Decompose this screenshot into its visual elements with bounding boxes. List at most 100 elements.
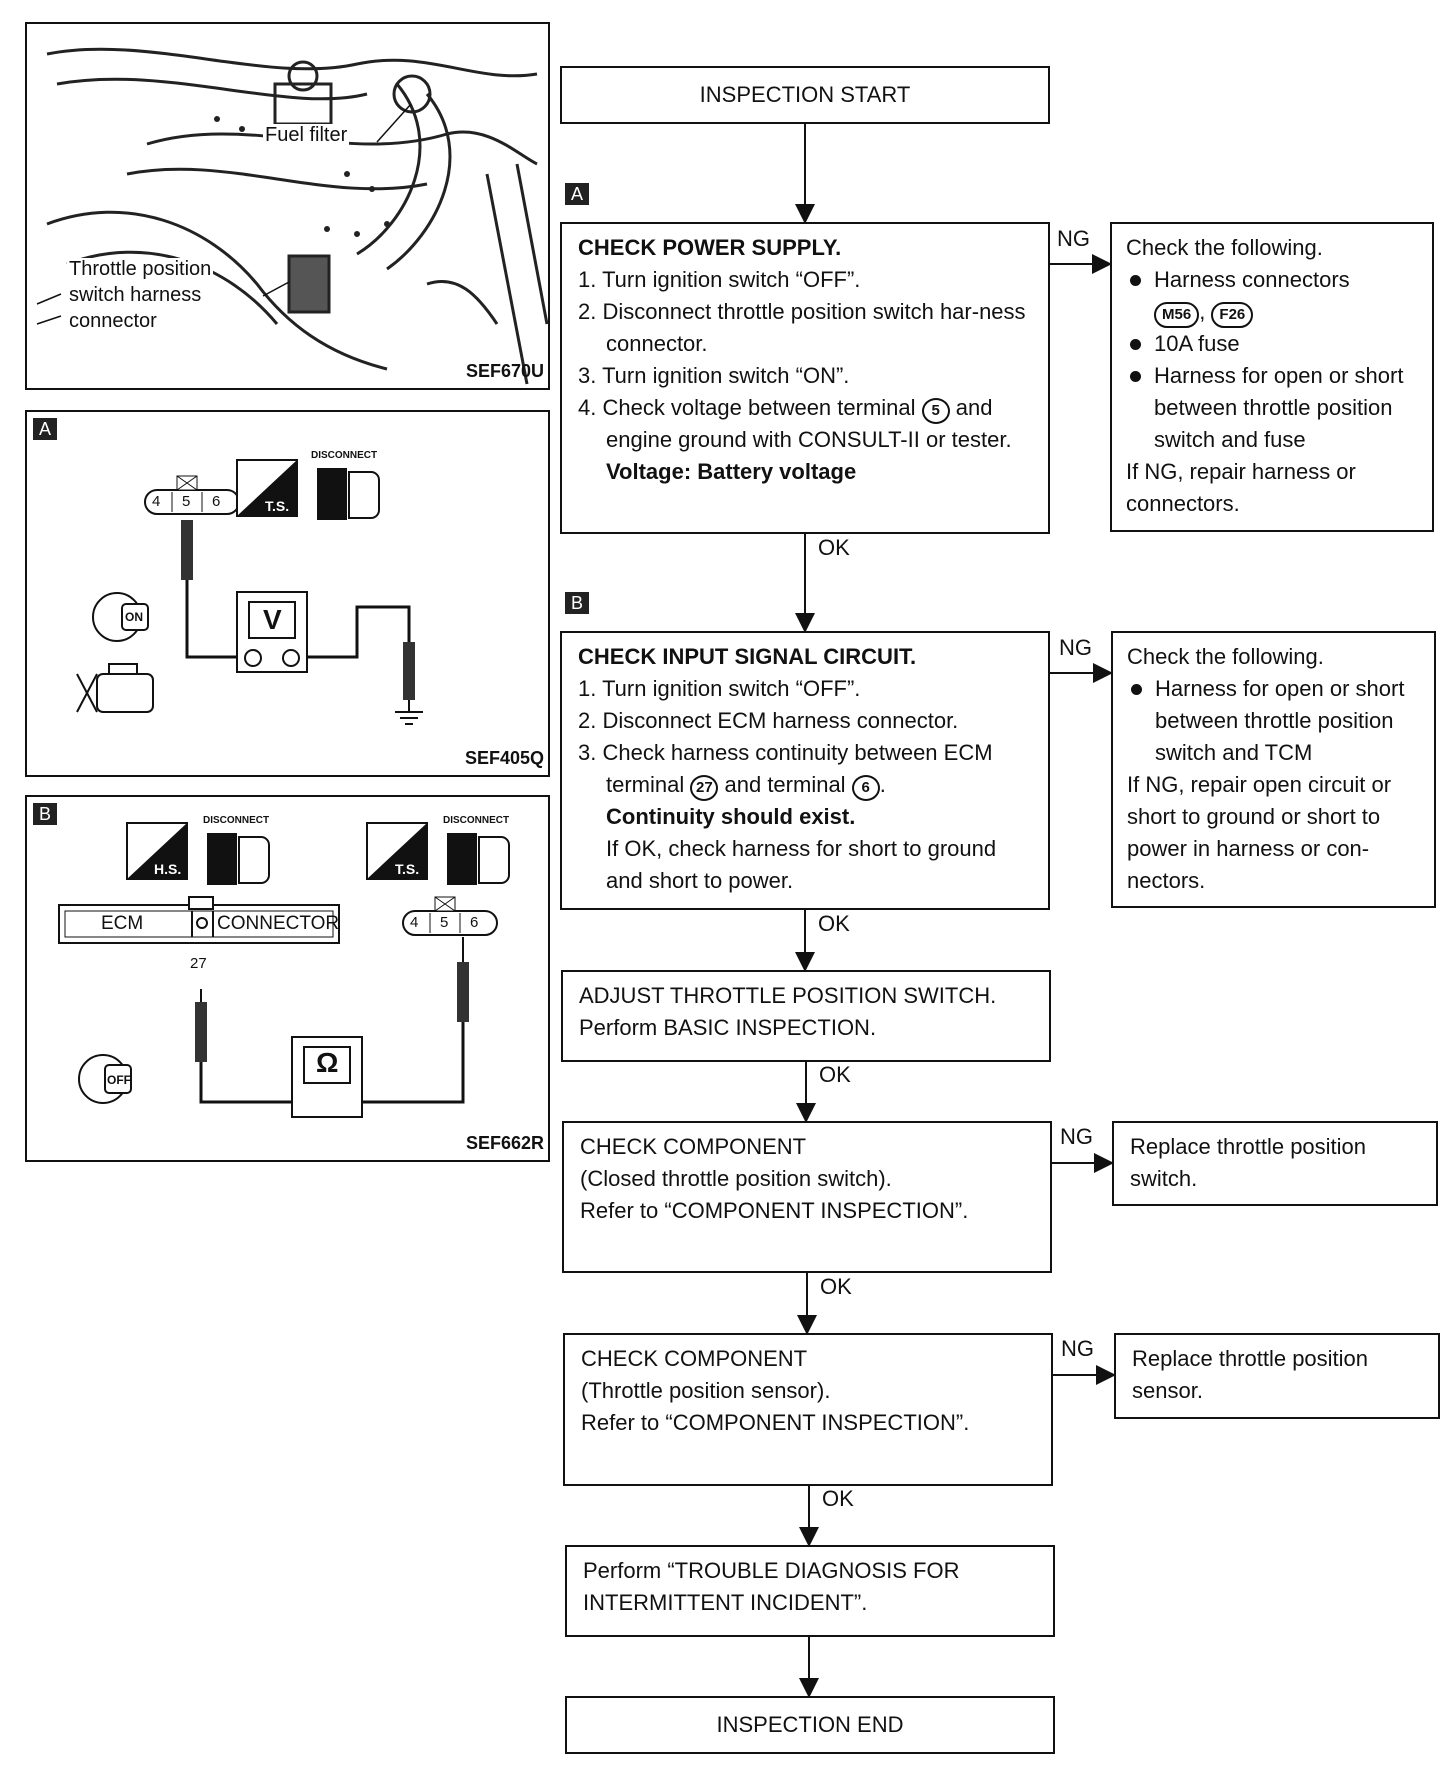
ecm-label: ECM: [101, 913, 144, 934]
inspection-start-box: INSPECTION START: [560, 66, 1050, 124]
step-b-item-1: 1. Turn ignition switch “OFF”.: [578, 676, 861, 701]
step-b-item-3-mid: and terminal: [724, 772, 846, 797]
step-a-tag: A: [565, 183, 589, 205]
connector-m56-badge: M56: [1154, 302, 1200, 328]
check-component-closed-box: CHECK COMPONENT (Closed throttle positio…: [562, 1121, 1052, 1273]
replace-tps-switch-text: Replace throttle position switch.: [1130, 1134, 1367, 1191]
ok-label-comp1: OK: [820, 1274, 852, 1299]
comp1-line-3: Refer to “COMPONENT INSPECTION”.: [580, 1198, 969, 1223]
ok-label-b: OK: [818, 911, 850, 936]
comp2-line-1: CHECK COMPONENT: [581, 1346, 808, 1371]
tps-label-line2: switch harness: [67, 284, 204, 307]
adjust-tps-text: ADJUST THROTTLE POSITION SWITCH. Perform…: [579, 983, 997, 1040]
inspection-end-box: INSPECTION END: [565, 1696, 1055, 1754]
replace-tps-switch-box: Replace throttle position switch.: [1112, 1121, 1438, 1206]
ng-a-bullet-3: Harness for open or short between thrott…: [1126, 360, 1418, 456]
comp2-line-3: Refer to “COMPONENT INSPECTION”.: [581, 1410, 970, 1435]
ecm-terminal-27-label: 27: [190, 955, 207, 972]
step-b-item-3-text: 3. Check harness continuity between ECM …: [578, 740, 993, 797]
step-b-tag: B: [565, 592, 589, 614]
diagram-a-pin-6: 6: [212, 493, 221, 510]
ng-a-bullet-2: 10A fuse: [1126, 328, 1418, 360]
ng-label-comp1: NG: [1060, 1124, 1093, 1149]
ng-b-bullet-1: Harness for open or short between thrott…: [1127, 673, 1420, 769]
check-component-sensor-box: CHECK COMPONENT (Throttle position senso…: [563, 1333, 1053, 1486]
step-a-item-4-text: 4. Check voltage between terminal: [578, 395, 916, 420]
terminal-27-badge: 27: [690, 775, 719, 801]
diagram-a-figure-code: SEF405Q: [464, 748, 544, 768]
ok-label-adjust: OK: [819, 1062, 851, 1087]
comp1-line-1: CHECK COMPONENT: [580, 1134, 807, 1159]
check-input-signal-box: CHECK INPUT SIGNAL CIRCUIT. 1. Turn igni…: [560, 631, 1050, 910]
diagram-b-hs-label: H.S.: [154, 861, 182, 877]
ng-a-bullet-1: Harness connectors M56, F26: [1126, 264, 1418, 328]
terminal-5-badge: 5: [921, 398, 950, 424]
ng-b-tail: If NG, repair open circuit or short to g…: [1127, 772, 1392, 893]
diagram-b-panel: B: [25, 795, 550, 1162]
diagram-b-disconnect-label-2: DISCONNECT: [443, 815, 510, 826]
continuity-spec: Continuity should exist.: [606, 804, 856, 829]
diagram-a-ts-label: T.S.: [265, 498, 290, 514]
replace-tps-sensor-text: Replace throttle position sensor.: [1132, 1346, 1369, 1403]
diagram-b-figure-code: SEF662R: [465, 1133, 544, 1153]
ng-a-tail: If NG, repair harness or connectors.: [1126, 459, 1356, 516]
step-a-item-1: 1. Turn ignition switch “OFF”.: [578, 267, 861, 292]
ng-b-box: Check the following. Harness for open or…: [1111, 631, 1436, 908]
ng-label-comp2: NG: [1061, 1336, 1094, 1361]
comp1-line-2: (Closed throttle position switch).: [580, 1166, 892, 1191]
step-a-item-3: 3. Turn ignition switch “ON”.: [578, 363, 850, 388]
ignition-off-label: OFF: [107, 1073, 131, 1087]
check-input-signal-title: CHECK INPUT SIGNAL CIRCUIT.: [578, 644, 917, 669]
voltmeter-label: V: [263, 604, 282, 635]
inspection-start-label: INSPECTION START: [699, 82, 911, 107]
trouble-diagnosis-text: Perform “TROUBLE DIAGNOSIS FOR INTERMITT…: [583, 1558, 960, 1615]
terminal-6-badge: 6: [851, 775, 880, 801]
diagram-a-tag: A: [33, 418, 57, 440]
ng-label-a: NG: [1057, 226, 1090, 251]
ohmmeter-label: Ω: [316, 1047, 339, 1078]
voltage-spec: Voltage: Battery voltage: [606, 459, 857, 484]
step-a-item-4-tail: and engine ground with CONSULT-II or tes…: [606, 395, 1012, 452]
replace-tps-sensor-box: Replace throttle position sensor.: [1114, 1333, 1440, 1419]
ng-label-b: NG: [1059, 635, 1092, 660]
diagram-a-pin-5: 5: [182, 493, 191, 510]
check-power-supply-title: CHECK POWER SUPPLY.: [578, 235, 842, 260]
continuity-check-diagram: [58, 822, 510, 1118]
diagram-b-pin-4: 4: [410, 914, 419, 931]
ng-a-bullet-1-text: Harness connectors: [1154, 267, 1350, 292]
ng-b-heading: Check the following.: [1127, 644, 1324, 669]
comp2-line-2: (Throttle position sensor).: [581, 1378, 831, 1403]
diagram-b-disconnect-label-1: DISCONNECT: [203, 815, 270, 826]
diagram-b-tag: B: [33, 803, 57, 825]
ok-label-comp2: OK: [822, 1486, 854, 1511]
tps-label-line1: Throttle position: [67, 258, 214, 281]
engine-photo-panel: Fuel filter Throttle position switch har…: [25, 22, 550, 390]
ng-a-box: Check the following. Harness connectors …: [1110, 222, 1434, 532]
fuel-filter-label: Fuel filter: [263, 124, 350, 147]
adjust-tps-box: ADJUST THROTTLE POSITION SWITCH. Perform…: [561, 970, 1051, 1062]
ignition-on-label: ON: [125, 610, 143, 624]
tps-label-line3: connector: [67, 310, 159, 333]
step-b-item-2: 2. Disconnect ECM harness connector.: [578, 708, 959, 733]
step-b-note: If OK, check harness for short to ground…: [606, 836, 997, 893]
ok-label-a: OK: [818, 535, 850, 560]
step-b-item-3: 3. Check harness continuity between ECM …: [578, 737, 1032, 801]
inspection-end-label: INSPECTION END: [716, 1712, 904, 1737]
diagram-a-panel: A 4 5 6 DIS: [25, 410, 550, 777]
diagram-b-pin-6: 6: [470, 914, 479, 931]
connector-label: CONNECTOR: [217, 913, 340, 934]
voltage-check-diagram: [76, 459, 423, 725]
step-a-item-2: 2. Disconnect throttle position switch h…: [578, 299, 1026, 356]
diagram-b-pin-5: 5: [440, 914, 449, 931]
step-a-item-4: 4. Check voltage between terminal 5 and …: [578, 392, 1032, 456]
diagram-a-pin-4: 4: [152, 493, 161, 510]
diagram-a-disconnect-label: DISCONNECT: [311, 450, 378, 461]
check-power-supply-box: CHECK POWER SUPPLY. 1. Turn ignition swi…: [560, 222, 1050, 534]
connector-f26-badge: F26: [1211, 302, 1254, 328]
diagram-b-ts-label: T.S.: [395, 861, 420, 877]
engine-bay-illustration: [36, 47, 548, 385]
photo-figure-code: SEF670U: [465, 361, 544, 381]
trouble-diagnosis-box: Perform “TROUBLE DIAGNOSIS FOR INTERMITT…: [565, 1545, 1055, 1637]
ng-a-heading: Check the following.: [1126, 235, 1323, 260]
